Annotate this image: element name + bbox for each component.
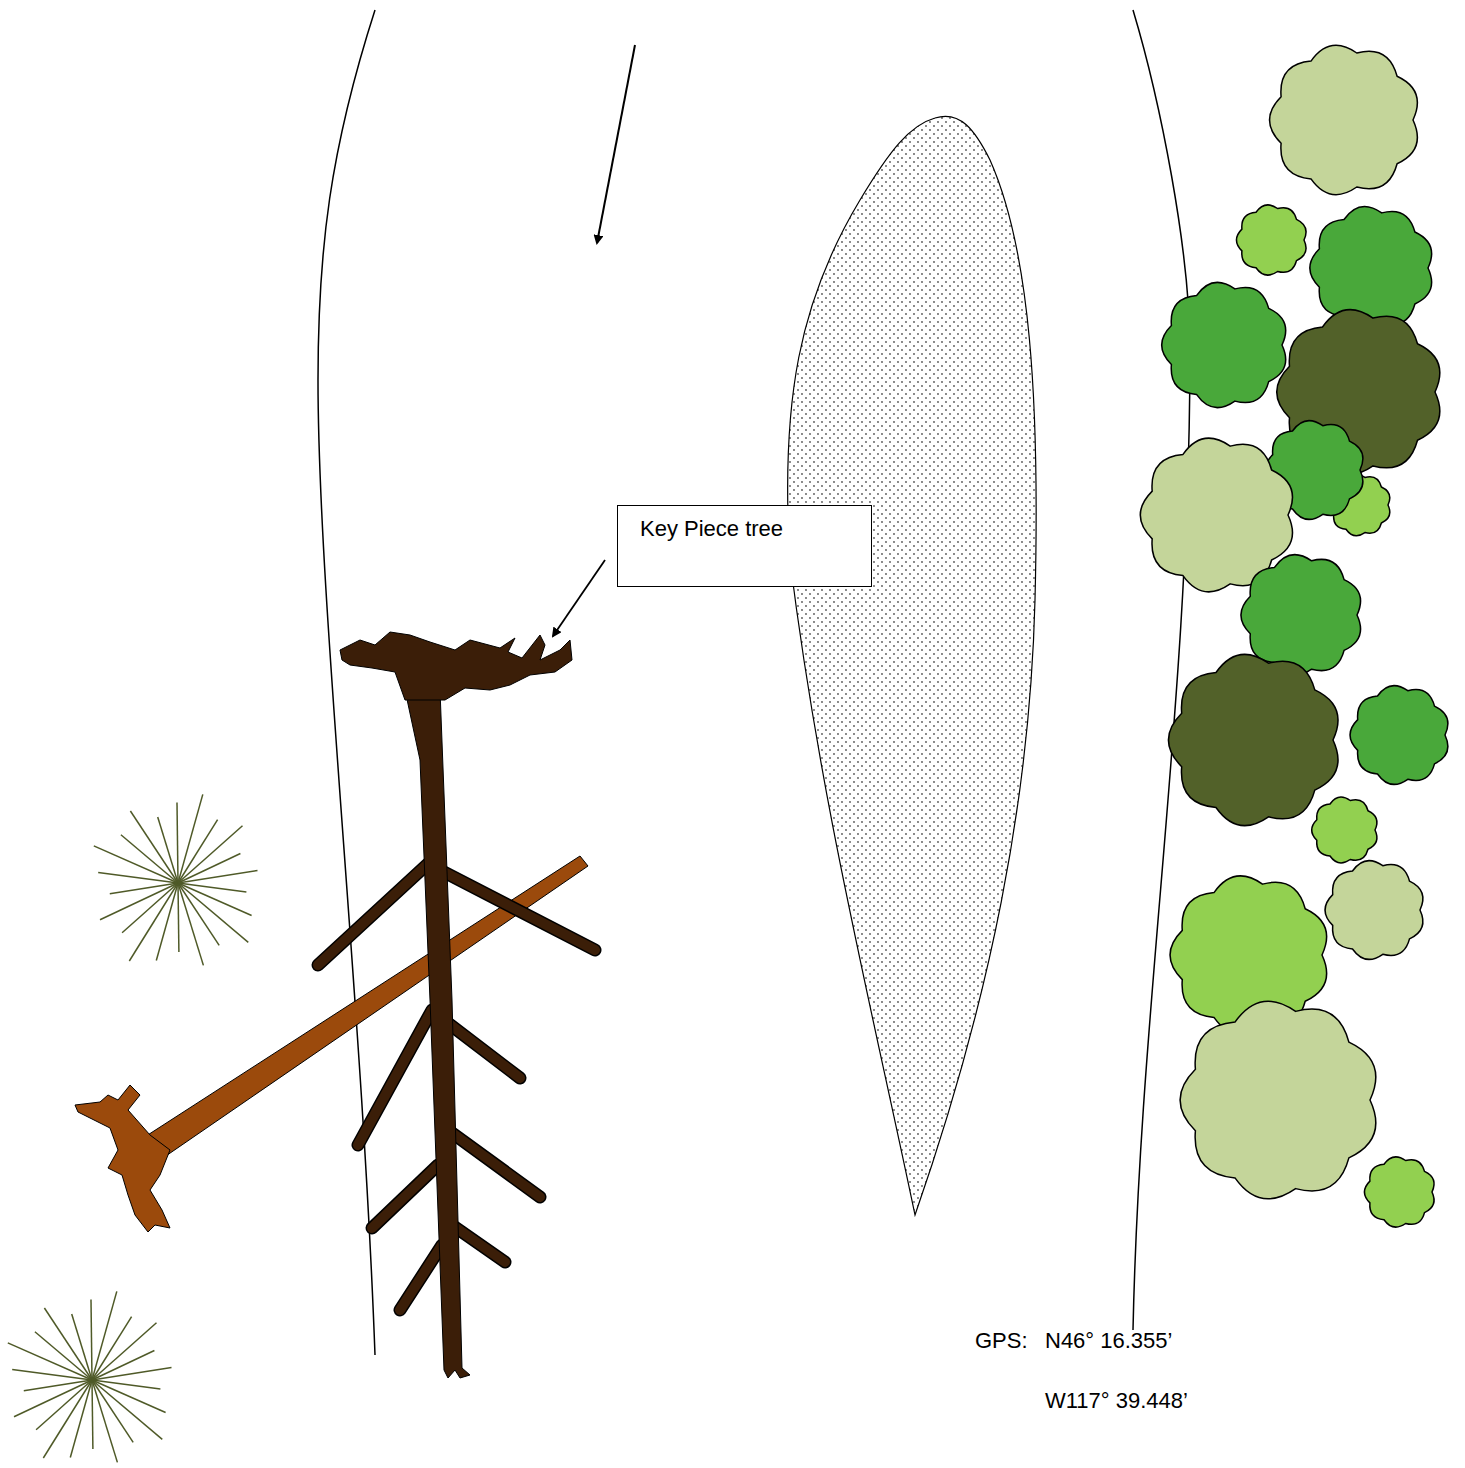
gps-label: GPS: <box>975 1328 1028 1354</box>
key-piece-log <box>318 632 595 1378</box>
shrub-symbols <box>1140 45 1448 1227</box>
leader-arrow <box>553 560 605 636</box>
gravel-bar <box>788 116 1037 1215</box>
callout-text: Key Piece tree <box>618 506 871 552</box>
flow-arrow <box>597 45 635 243</box>
stream-bank <box>318 10 375 1355</box>
callout-box: Key Piece tree <box>617 505 872 587</box>
stream-bank <box>1133 10 1190 1330</box>
gps-coordinate: W117° 39.448’ <box>1045 1388 1188 1414</box>
pine-symbols <box>8 794 258 1462</box>
gps-coordinate: N46° 16.355’ <box>1045 1328 1172 1354</box>
